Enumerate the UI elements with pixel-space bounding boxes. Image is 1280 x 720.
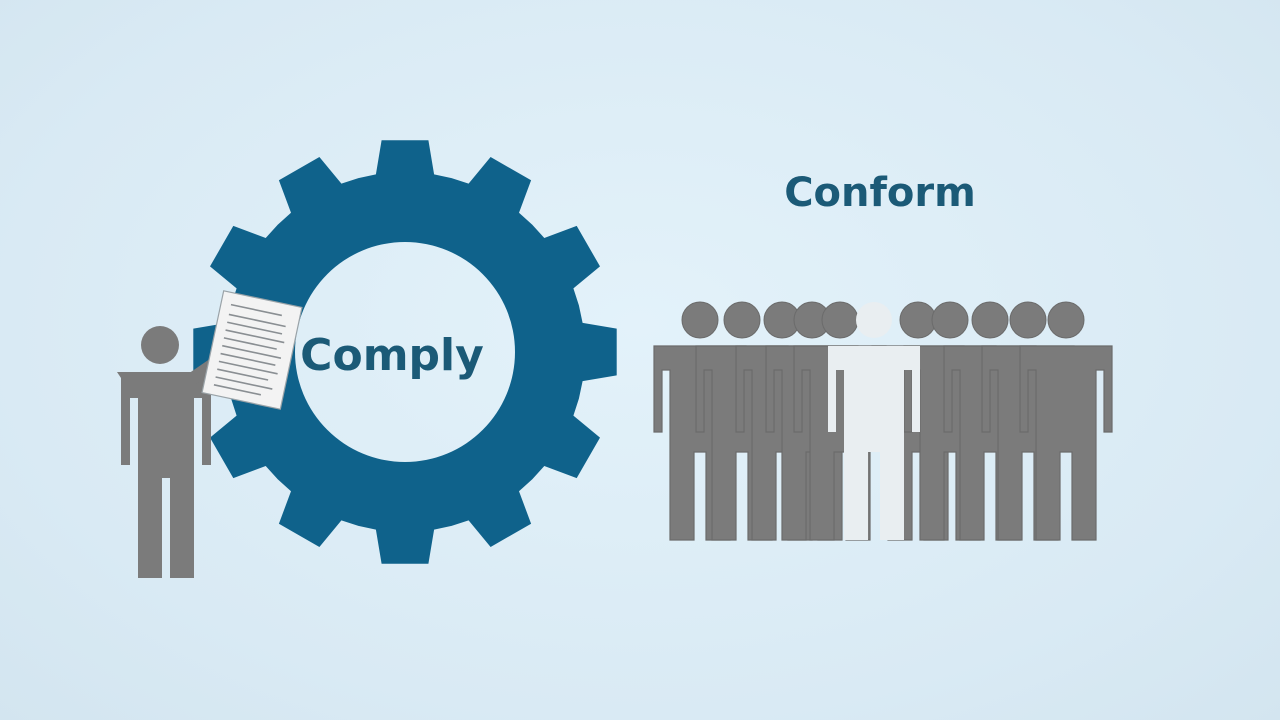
person-head (899, 301, 937, 339)
document-lines (213, 303, 286, 396)
person-body (828, 346, 920, 540)
person-head (856, 302, 892, 338)
conform-label: Conform (784, 170, 976, 216)
person-body (1019, 345, 1113, 541)
standout-person-icon (828, 302, 920, 540)
crowd-of-people-icon (653, 301, 1113, 541)
gear-icon (193, 140, 617, 564)
person-icon (1019, 301, 1113, 541)
person-head (681, 301, 719, 339)
person-head (821, 301, 859, 339)
presenter-head (141, 326, 179, 364)
document-icon (201, 290, 303, 410)
person-head (971, 301, 1009, 339)
person-head (1047, 301, 1085, 339)
person-head (1009, 301, 1047, 339)
person-head (723, 301, 761, 339)
comply-label: Comply (300, 330, 484, 381)
presenter-body (117, 372, 211, 578)
gear-shape (193, 140, 617, 564)
person-head (931, 301, 969, 339)
